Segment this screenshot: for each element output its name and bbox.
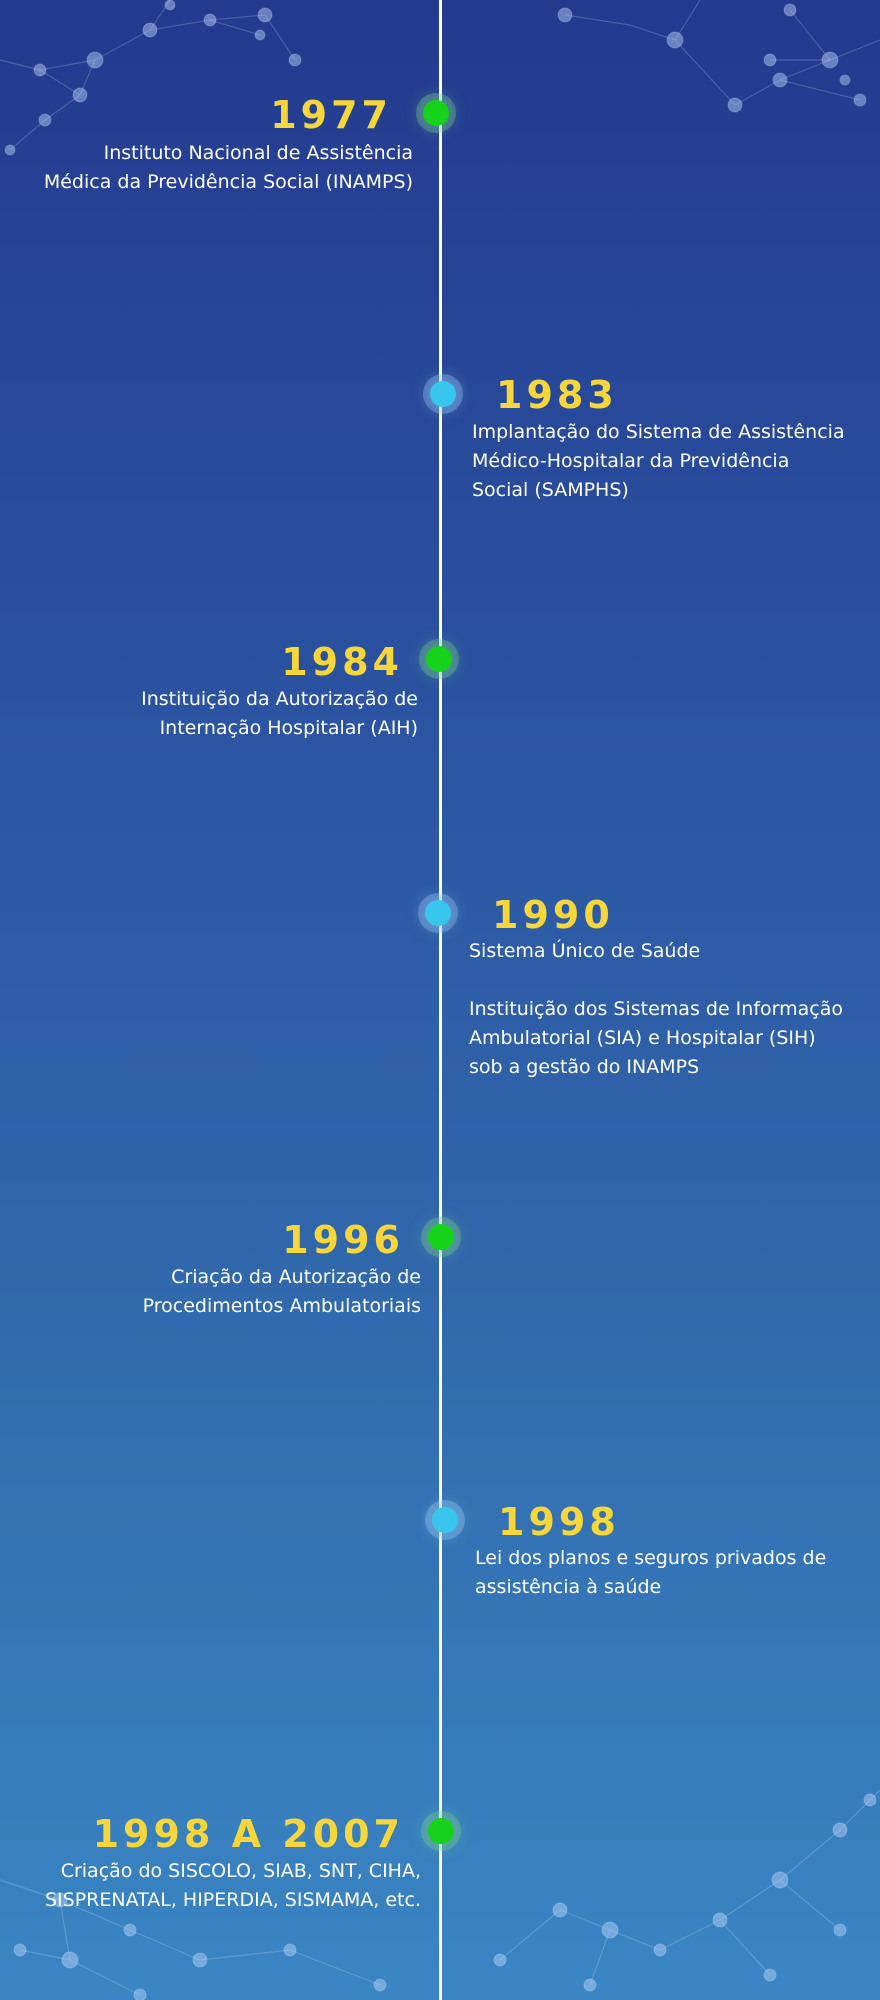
description-line: Instituto Nacional de Assistência — [103, 142, 413, 164]
description-line: Procedimentos Ambulatoriais — [142, 1295, 421, 1317]
event-year-1977: 1977 — [270, 93, 392, 137]
event-description-1998-2007: Criação do SISCOLO, SIAB, SNT, CIHA, SIS… — [45, 1857, 421, 1915]
event-description-1998: Lei dos planos e seguros privados de ass… — [475, 1544, 826, 1602]
timeline-marker-1998 — [432, 1507, 458, 1533]
event-year-1990: 1990 — [492, 893, 614, 937]
description-line: Internação Hospitalar (AIH) — [159, 717, 418, 739]
event-year-1984: 1984 — [281, 640, 403, 684]
description-line: Criação da Autorização de — [171, 1266, 421, 1288]
event-year-1983: 1983 — [496, 373, 618, 417]
timeline-marker-1990 — [425, 900, 451, 926]
description-line: sob a gestão do INAMPS — [469, 1056, 700, 1078]
timeline-axis — [439, 0, 442, 2000]
description-line: Sistema Único de Saúde — [469, 940, 701, 962]
timeline-marker-1984 — [426, 646, 452, 672]
description-line: Instituição da Autorização de — [141, 688, 418, 710]
event-description-1983: Implantação do Sistema de Assistência Mé… — [472, 418, 845, 505]
paragraph-gap — [469, 966, 843, 995]
description-line: Criação do SISCOLO, SIAB, SNT, CIHA, — [60, 1860, 421, 1882]
event-description-1977: Instituto Nacional de Assistência Médica… — [44, 139, 413, 197]
timeline-marker-1983 — [430, 381, 456, 407]
description-line: Lei dos planos e seguros privados de — [475, 1547, 827, 1569]
description-line: Instituição dos Sistemas de Informação — [469, 998, 843, 1020]
description-line: Médico-Hospitalar da Previdência — [472, 450, 790, 472]
timeline-marker-1996 — [428, 1224, 454, 1250]
description-line: SISPRENATAL, HIPERDIA, SISMAMA, etc. — [45, 1889, 421, 1911]
description-line: Social (SAMPHS) — [472, 479, 629, 501]
description-line: assistência à saúde — [475, 1576, 662, 1598]
event-description-1984: Instituição da Autorização de Internação… — [141, 685, 418, 743]
event-year-1998: 1998 — [498, 1500, 620, 1544]
timeline-marker-1998-2007 — [428, 1818, 454, 1844]
event-year-1996: 1996 — [282, 1218, 404, 1262]
description-line: Ambulatorial (SIA) e Hospitalar (SIH) — [469, 1027, 816, 1049]
description-line: Médica da Previdência Social (INAMPS) — [43, 171, 413, 193]
timeline-marker-1977 — [423, 100, 449, 126]
event-description-1990: Sistema Único de Saúde Instituição dos S… — [469, 937, 843, 1082]
event-year-1998-2007: 1998 A 2007 — [92, 1812, 404, 1856]
description-line: Implantação do Sistema de Assistência — [472, 421, 845, 443]
event-description-1996: Criação da Autorização de Procedimentos … — [143, 1263, 421, 1321]
